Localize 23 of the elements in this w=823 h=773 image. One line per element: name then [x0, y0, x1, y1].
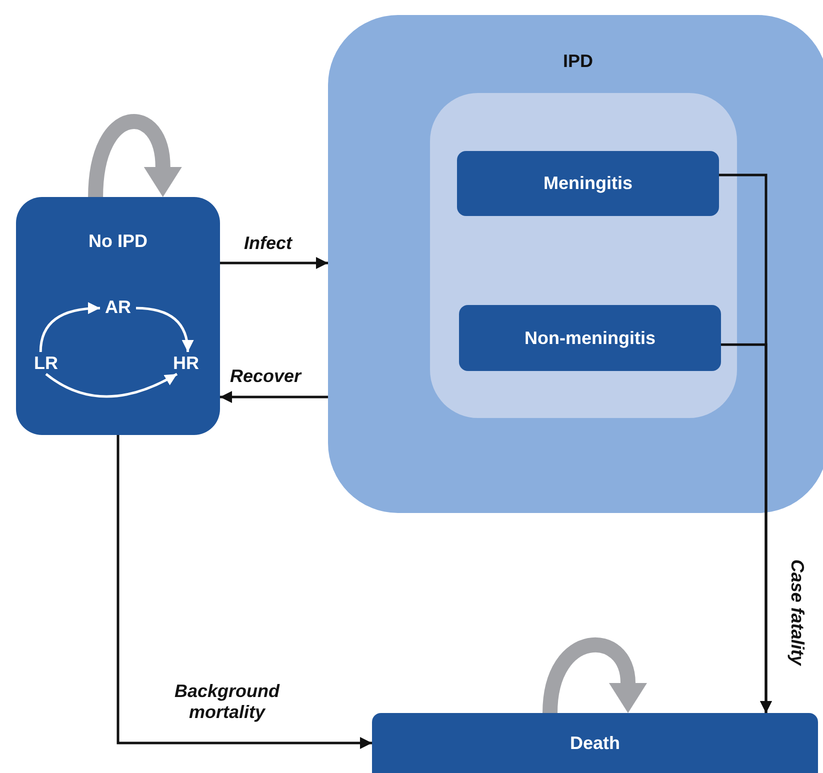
- arrow: [45, 372, 178, 398]
- self-loop-arrow: [542, 638, 647, 714]
- state-box: [16, 197, 220, 435]
- arrow: [136, 306, 194, 352]
- group-panel: [430, 93, 737, 418]
- arrow: [220, 257, 328, 269]
- arrow: [220, 391, 328, 403]
- arrow: [39, 302, 100, 352]
- state-box: [459, 305, 721, 371]
- arrow: [116, 435, 372, 749]
- state-name: Meningitis: [544, 173, 632, 194]
- state-name: No IPD: [88, 231, 148, 252]
- state-name: IPD: [562, 51, 593, 72]
- state-name: Non-meningitis: [524, 328, 656, 348]
- risk-label: LR: [28, 352, 64, 374]
- state-name: Death: [570, 733, 620, 754]
- state-panel: [328, 15, 823, 513]
- arrow: [721, 343, 772, 713]
- risk-label: AR: [100, 296, 136, 318]
- self-loop-arrow: [88, 114, 182, 198]
- state-box: [457, 151, 719, 216]
- state-box: [372, 713, 818, 773]
- risk-label: HR: [168, 352, 204, 374]
